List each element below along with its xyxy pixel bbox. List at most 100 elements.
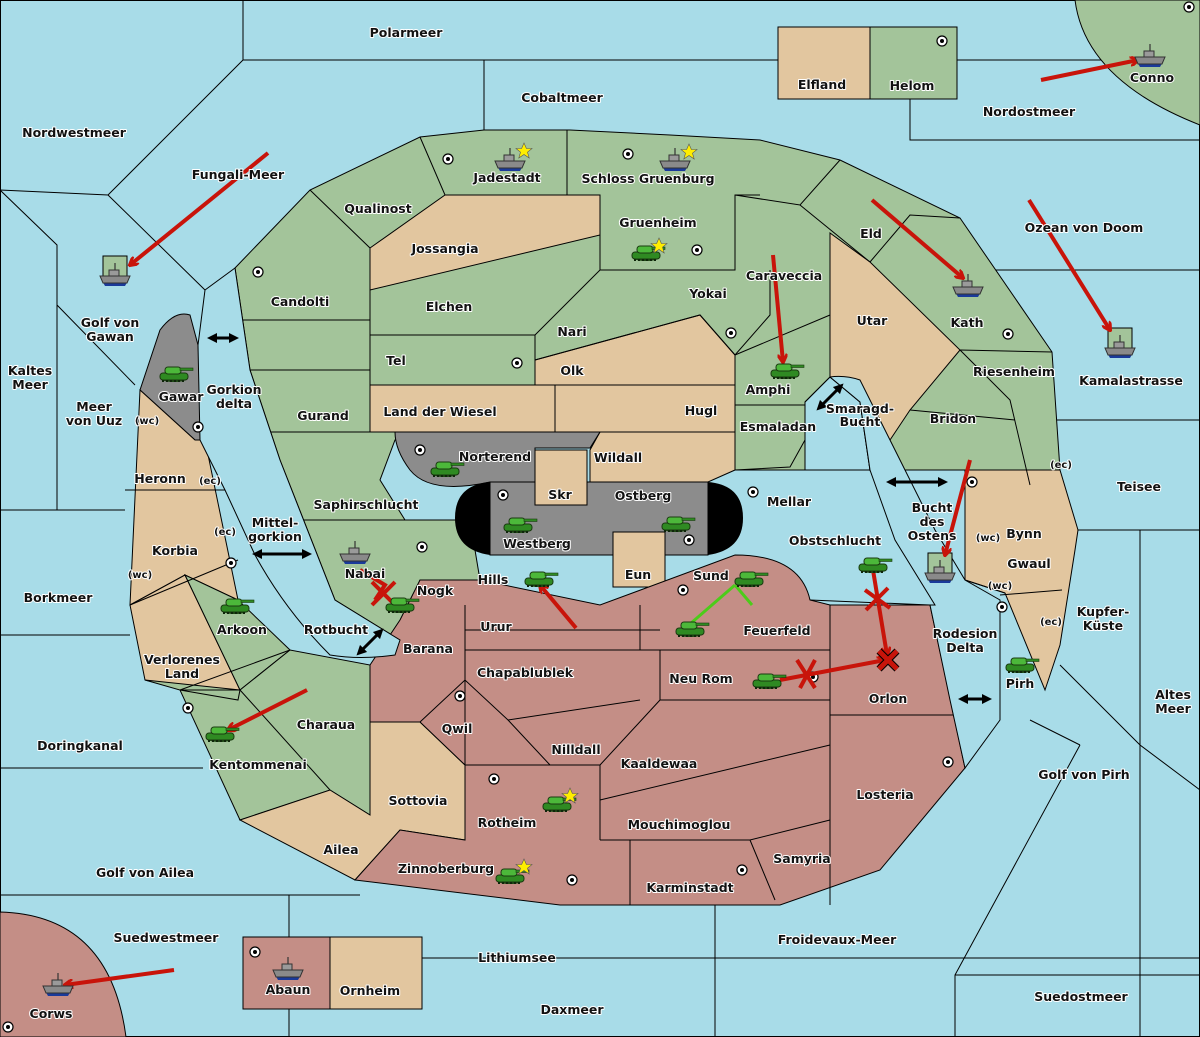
label-mittelgorkion-1[interactable]: Mittel- — [251, 514, 300, 531]
label-borkmeer[interactable]: Borkmeer — [23, 589, 95, 606]
province-ornheim[interactable] — [329, 936, 423, 1010]
label-pirh[interactable]: Pirh — [1005, 675, 1036, 692]
label-obstschlucht[interactable]: Obstschlucht — [788, 532, 882, 549]
label-olk[interactable]: Olk — [559, 362, 585, 379]
label-elchen[interactable]: Elchen — [425, 298, 474, 315]
label-chapablublek[interactable]: Chapablublek — [476, 664, 575, 681]
label-kupfer-kueste-2[interactable]: Küste — [1082, 617, 1124, 634]
label-ostberg[interactable]: Ostberg — [614, 487, 673, 504]
label-saphirschlucht[interactable]: Saphirschlucht — [313, 496, 420, 513]
label-barana[interactable]: Barana — [402, 640, 454, 657]
label-neu-rom[interactable]: Neu Rom — [668, 670, 733, 687]
label-suedwestmeer[interactable]: Suedwestmeer — [113, 929, 221, 946]
label-verlorenes-land-2[interactable]: Land — [164, 665, 200, 682]
label-gruenheim[interactable]: Gruenheim — [618, 214, 697, 231]
label-polarmeer[interactable]: Polarmeer — [369, 24, 445, 41]
label-sottovia[interactable]: Sottovia — [388, 792, 449, 809]
label-bucht-des-ostens-1[interactable]: Bucht — [911, 499, 954, 516]
label-urur[interactable]: Urur — [479, 618, 513, 635]
label-schloss-gruenburg[interactable]: Schloss Gruenburg — [580, 170, 715, 187]
label-korbia[interactable]: Korbia — [151, 542, 199, 559]
label-corws[interactable]: Corws — [29, 1005, 74, 1022]
label-smaragd-bucht-1[interactable]: Smaragd- — [825, 400, 895, 417]
label-kaaldewaa[interactable]: Kaaldewaa — [620, 755, 699, 772]
label-kupfer-kueste-1[interactable]: Kupfer- — [1076, 603, 1131, 620]
label-kamalastrasse[interactable]: Kamalastrasse — [1078, 372, 1184, 389]
label-golf-von-ailea[interactable]: Golf von Ailea — [95, 864, 195, 881]
label-fungali-meer[interactable]: Fungali-Meer — [191, 166, 286, 183]
label-golf-von-pirh[interactable]: Golf von Pirh — [1037, 766, 1130, 783]
label-heronn[interactable]: Heronn — [133, 470, 187, 487]
label-rotheim[interactable]: Rotheim — [477, 814, 538, 831]
label-bridon[interactable]: Bridon — [929, 410, 977, 427]
label-utar[interactable]: Utar — [856, 312, 890, 329]
label-bucht-des-ostens-2[interactable]: des — [919, 513, 946, 530]
label-hugl[interactable]: Hugl — [684, 402, 719, 419]
label-ozean-von-doom[interactable]: Ozean von Doom — [1024, 219, 1145, 236]
label-altes-meer-1[interactable]: Altes — [1154, 686, 1192, 703]
label-bynn[interactable]: Bynn — [1005, 525, 1042, 542]
label-meer-von-uuz-1[interactable]: Meer — [75, 398, 113, 415]
label-eun[interactable]: Eun — [624, 566, 652, 583]
label-meer-von-uuz-2[interactable]: von Uuz — [65, 412, 123, 429]
label-losteria[interactable]: Losteria — [855, 786, 914, 803]
label-gurand[interactable]: Gurand — [296, 407, 350, 424]
label-conno[interactable]: Conno — [1129, 69, 1176, 86]
label-yokai[interactable]: Yokai — [687, 285, 728, 302]
label-verlorenes-land-1[interactable]: Verlorenes — [143, 651, 221, 668]
label-nordostmeer[interactable]: Nordostmeer — [982, 103, 1077, 120]
label-abaun[interactable]: Abaun — [265, 981, 312, 998]
label-mouchimoglou[interactable]: Mouchimoglou — [627, 816, 732, 833]
label-land-der-wiesel[interactable]: Land der Wiesel — [382, 403, 497, 420]
province-corws[interactable] — [0, 911, 127, 1037]
label-golf-von-gawan-2[interactable]: Gawan — [85, 328, 135, 345]
label-mellar[interactable]: Mellar — [766, 493, 813, 510]
label-gorkion-delta-1[interactable]: Gorkion — [205, 381, 262, 398]
label-qualinost[interactable]: Qualinost — [343, 200, 412, 217]
label-gorkion-delta-2[interactable]: delta — [215, 395, 253, 412]
label-zinnoberburg[interactable]: Zinnoberburg — [397, 860, 495, 877]
label-skr[interactable]: Skr — [547, 486, 573, 503]
label-amphi[interactable]: Amphi — [745, 381, 792, 398]
label-rodesion-delta-1[interactable]: Rodesion — [932, 625, 999, 642]
label-westberg[interactable]: Westberg — [502, 535, 572, 552]
label-ailea[interactable]: Ailea — [322, 841, 359, 858]
label-karminstadt[interactable]: Karminstadt — [645, 879, 734, 896]
label-eld[interactable]: Eld — [859, 225, 883, 242]
label-nogk[interactable]: Nogk — [416, 582, 455, 599]
label-suedostmeer[interactable]: Suedostmeer — [1033, 988, 1129, 1005]
label-cobaltmeer[interactable]: Cobaltmeer — [520, 89, 604, 106]
label-golf-von-gawan-1[interactable]: Golf von — [80, 314, 141, 331]
label-nabai[interactable]: Nabai — [344, 565, 387, 582]
label-elfland[interactable]: Elfland — [797, 76, 847, 93]
label-teisee[interactable]: Teisee — [1116, 478, 1162, 495]
label-ornheim[interactable]: Ornheim — [339, 982, 401, 999]
label-doringkanal[interactable]: Doringkanal — [36, 737, 124, 754]
label-rodesion-delta-2[interactable]: Delta — [945, 639, 985, 656]
label-lithiumsee[interactable]: Lithiumsee — [477, 949, 557, 966]
label-kaltes-meer-2[interactable]: Meer — [11, 376, 49, 393]
province-elfland[interactable] — [777, 26, 871, 100]
label-gwaul[interactable]: Gwaul — [1006, 555, 1051, 572]
label-mittelgorkion-2[interactable]: gorkion — [247, 528, 303, 545]
label-gawar[interactable]: Gawar — [158, 388, 206, 405]
label-nilldall[interactable]: Nilldall — [550, 741, 601, 758]
label-helom[interactable]: Helom — [889, 77, 936, 94]
label-smaragd-bucht-2[interactable]: Bucht — [839, 413, 882, 430]
label-caraveccia[interactable]: Caraveccia — [745, 267, 823, 284]
label-qwil[interactable]: Qwil — [441, 720, 474, 737]
label-kentommenai[interactable]: Kentommenai — [208, 756, 308, 773]
label-candolti[interactable]: Candolti — [270, 293, 331, 310]
label-norterend[interactable]: Norterend — [458, 448, 532, 465]
label-rotbucht[interactable]: Rotbucht — [303, 621, 369, 638]
label-jadestadt[interactable]: Jadestadt — [471, 169, 541, 186]
label-froidevaux-meer[interactable]: Froidevaux-Meer — [777, 931, 898, 948]
label-hills[interactable]: Hills — [477, 571, 510, 588]
label-jossangia[interactable]: Jossangia — [409, 240, 479, 257]
label-wildall[interactable]: Wildall — [593, 449, 643, 466]
label-sund[interactable]: Sund — [692, 567, 730, 584]
label-daxmeer[interactable]: Daxmeer — [539, 1001, 605, 1018]
label-feuerfeld[interactable]: Feuerfeld — [742, 622, 811, 639]
label-charaua[interactable]: Charaua — [296, 716, 356, 733]
label-nordwestmeer[interactable]: Nordwestmeer — [21, 124, 128, 141]
